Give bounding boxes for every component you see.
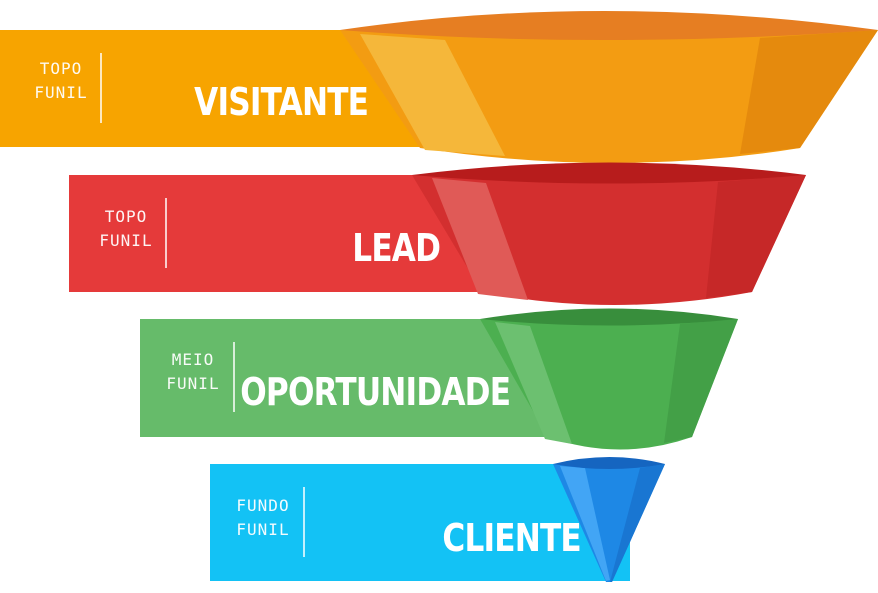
cone-shade-oportunidade xyxy=(664,319,738,443)
cone-segment-oportunidade xyxy=(480,308,738,450)
stage-tag-line2: FUNIL xyxy=(166,374,220,393)
band-cliente xyxy=(210,464,630,581)
stage-tag-cliente: FUNDO FUNIL xyxy=(218,494,308,542)
cone-rim-cliente xyxy=(553,457,665,469)
cone-segment-cliente xyxy=(553,457,665,582)
cone-rim-lead xyxy=(412,162,806,184)
stage-tag-visitante: TOPO FUNIL xyxy=(16,57,106,105)
stage-tag-line2: FUNIL xyxy=(34,83,88,102)
stage-tag-line1: MEIO xyxy=(171,350,215,369)
stage-divider-cliente xyxy=(303,487,305,557)
cone-highlight-visitante xyxy=(360,34,505,156)
stage-name-visitante: VISITANTE xyxy=(194,80,369,124)
cone-rim-visitante xyxy=(340,11,878,40)
stage-name-lead: LEAD xyxy=(352,226,441,270)
stage-tag-line2: FUNIL xyxy=(99,231,153,250)
cone-shade-visitante xyxy=(740,30,878,154)
cone-rim-oportunidade xyxy=(480,308,738,326)
stage-tag-line1: FUNDO xyxy=(236,496,290,515)
stage-tag-oportunidade: MEIO FUNIL xyxy=(148,348,238,396)
stage-name-oportunidade: OPORTUNIDADE xyxy=(240,370,511,414)
cone-highlight-oportunidade xyxy=(495,322,572,444)
cone-segment-visitante xyxy=(340,11,878,163)
cone-highlight-cliente xyxy=(560,466,610,581)
band-lead xyxy=(69,175,489,292)
stage-name-cliente: CLIENTE xyxy=(442,516,582,560)
stage-tag-lead: TOPO FUNIL xyxy=(81,205,171,253)
cone-highlight-lead xyxy=(432,178,528,300)
stage-divider-visitante xyxy=(100,53,102,123)
stage-tag-line1: TOPO xyxy=(104,207,148,226)
stage-tag-line1: TOPO xyxy=(39,59,83,78)
cone-shade-cliente xyxy=(610,464,665,582)
band-oportunidade xyxy=(140,319,560,437)
cone-segment-lead xyxy=(412,162,806,305)
band-visitante xyxy=(0,30,420,147)
cone-shade-lead xyxy=(706,175,806,298)
stage-divider-lead xyxy=(165,198,167,268)
stage-divider-oportunidade xyxy=(233,342,235,412)
stage-tag-line2: FUNIL xyxy=(236,520,290,539)
